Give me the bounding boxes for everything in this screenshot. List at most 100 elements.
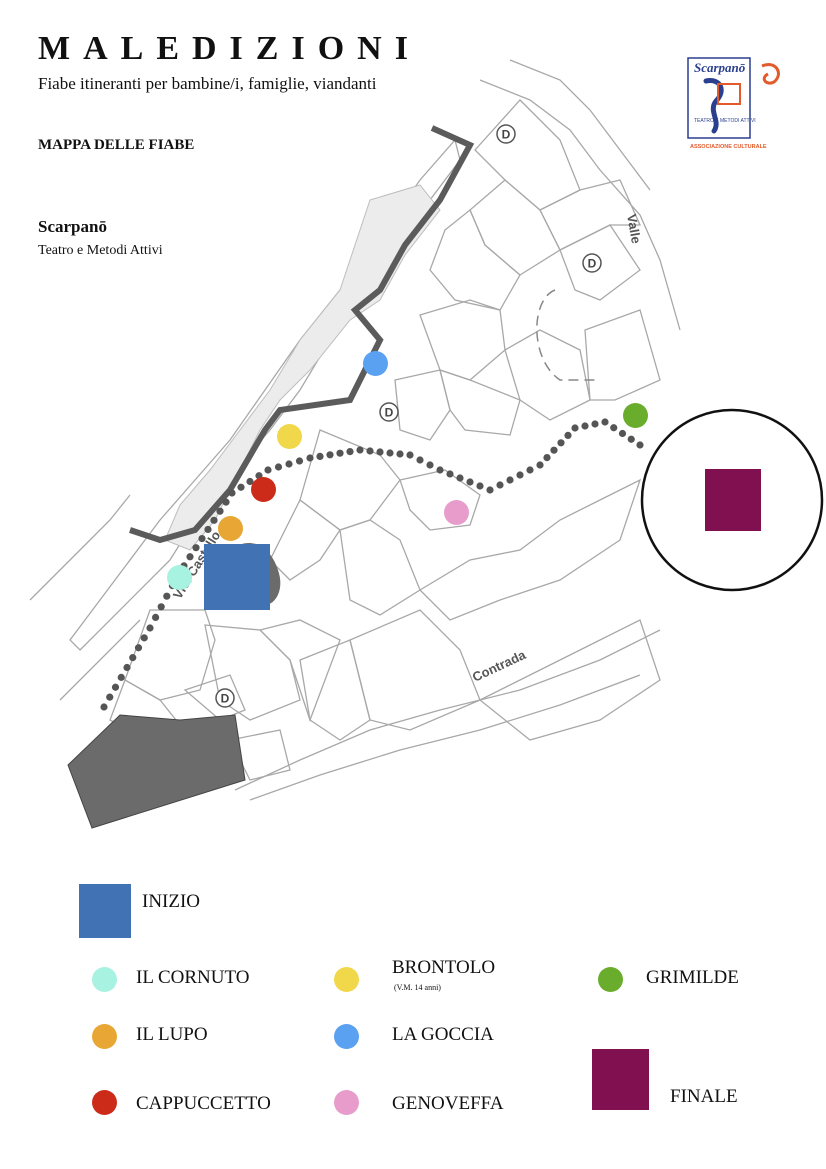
route-dot [222, 498, 230, 506]
start-marker[interactable] [204, 544, 270, 610]
marker-genoveffa[interactable] [444, 500, 469, 525]
marker-il-lupo[interactable] [218, 516, 243, 541]
route-dot [326, 451, 334, 459]
legend-swatch-brontolo [334, 967, 359, 992]
dashed-boundary [536, 289, 600, 381]
route-dot [157, 603, 165, 611]
legend-label-grimilde: GRIMILDE [646, 967, 739, 988]
route-dot [581, 422, 589, 430]
route-dot [123, 663, 131, 672]
company-name: Scarpanō [38, 217, 107, 236]
street-label-valle: Valle [624, 213, 644, 245]
route-dot [456, 474, 464, 482]
marker-grimilde[interactable] [623, 403, 648, 428]
finale-circle [640, 408, 824, 592]
marker-brontolo[interactable] [277, 424, 302, 449]
legend-label-il-lupo: IL LUPO [136, 1024, 208, 1045]
route-dot [346, 448, 354, 456]
page-title: MALEDIZIONI [38, 30, 421, 67]
route-dot [366, 447, 374, 455]
shaded-strip [164, 184, 441, 551]
legend-swatch-grimilde [598, 967, 623, 992]
route-dot [274, 463, 283, 471]
route-dot [636, 441, 644, 449]
legend-label-brontolo: BRONTOLO [392, 957, 496, 978]
legend-start-label: INIZIO [142, 891, 201, 912]
marker-il-cornuto[interactable] [167, 565, 192, 590]
legend-start-swatch [79, 884, 131, 938]
route-dot [376, 448, 384, 456]
route-dot [436, 466, 444, 474]
parking-markers: D D D D [215, 124, 602, 708]
legend-swatch-cappuccetto [92, 1090, 117, 1115]
route-dot [237, 483, 245, 491]
route-dot [152, 613, 160, 622]
route-dot [466, 478, 474, 486]
finale-marker[interactable] [705, 469, 761, 531]
route-dot [476, 482, 484, 490]
route-dot [117, 673, 125, 681]
footprint-icon [703, 78, 724, 134]
street-label-contrada: Contrada [470, 647, 529, 685]
marker-cappuccetto[interactable] [251, 477, 276, 502]
route-dot [111, 683, 120, 691]
parking-label: D [221, 692, 230, 706]
route-dot [146, 624, 154, 632]
route-dot [536, 461, 544, 469]
route-dot [216, 507, 224, 515]
route-dot [516, 471, 524, 479]
route-dot [446, 470, 454, 478]
frame-icon [717, 83, 741, 105]
parking-label: D [588, 257, 597, 271]
legend-label-genoveffa: GENOVEFFA [392, 1093, 504, 1114]
route-dot [618, 429, 627, 438]
building-outlines [29, 59, 681, 801]
route-dot [285, 460, 293, 468]
legend-swatch-la-goccia [334, 1024, 359, 1049]
route-dot [336, 449, 344, 457]
logo-name: Scarpanō [694, 60, 746, 75]
legend-label-il-cornuto: IL CORNUTO [136, 967, 250, 988]
route-dot [210, 516, 218, 524]
legend-label-cappuccetto: CAPPUCCETTO [136, 1093, 271, 1114]
route-dot [550, 446, 558, 454]
route-dot [564, 431, 572, 439]
parking-label: D [385, 406, 394, 420]
route-dot [426, 461, 434, 469]
legend-finale-label: FINALE [670, 1086, 738, 1107]
marker-la-goccia[interactable] [363, 351, 388, 376]
route-dot [396, 450, 404, 458]
route-dot [134, 644, 143, 652]
logo-footer: ASSOCIAZIONE CULTURALE [690, 144, 767, 150]
route-dot [163, 592, 171, 600]
route-dot [591, 420, 599, 428]
dark-building [67, 714, 246, 829]
route-dot [610, 424, 618, 432]
parking-label: D [502, 128, 511, 142]
route-dot [106, 693, 114, 701]
page-subtitle: Fiabe itineranti per bambine/i, famiglie… [38, 74, 377, 93]
route-dot [601, 418, 609, 426]
swirl-icon [761, 63, 780, 85]
route-dot [192, 544, 200, 552]
route-dot [506, 476, 514, 484]
route-dot [129, 654, 137, 662]
legend-label-la-goccia: LA GOCCIA [392, 1024, 494, 1045]
route-dot [486, 486, 494, 494]
legend-note-brontolo: (V.M. 14 anni) [394, 983, 441, 992]
route-dot [406, 451, 414, 459]
route-dot [295, 457, 304, 465]
route-dot [186, 553, 194, 561]
parking-icon: D [496, 124, 516, 144]
legend-swatch-il-cornuto [92, 967, 117, 992]
route-dots [100, 418, 644, 711]
route-dot [198, 534, 206, 543]
route-dot [140, 634, 148, 642]
route-dot [204, 525, 212, 534]
route-dot [228, 489, 236, 497]
parking-icon: D [379, 402, 399, 422]
scarpano-logo: Scarpanō TEATRO E METODI ATTIVI ASSOCIAZ… [687, 57, 780, 150]
route-dot [571, 424, 579, 432]
route-dot [416, 456, 424, 464]
route-dot [316, 452, 324, 460]
